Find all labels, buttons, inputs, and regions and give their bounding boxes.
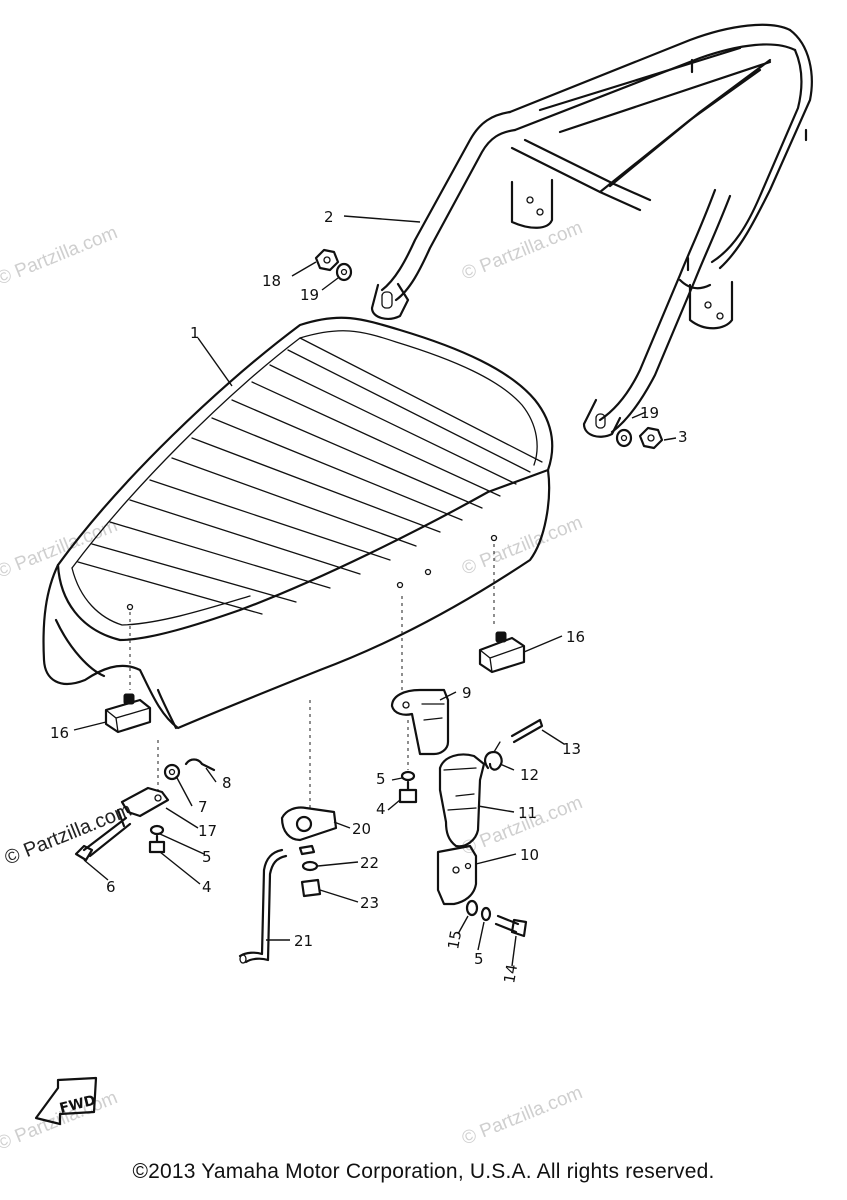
callout-10: 10 (520, 846, 539, 864)
callout-7: 7 (198, 798, 208, 816)
callout-5: 5 (202, 848, 212, 866)
watermark: © Partzilla.com (459, 217, 586, 284)
callout-16: 16 (566, 628, 585, 646)
fasteners-top (314, 248, 664, 450)
callout-22: 22 (360, 854, 379, 872)
callout-19: 19 (640, 404, 659, 422)
callout-1: 1 (190, 324, 200, 342)
callout-4: 4 (202, 878, 212, 896)
watermark: © Partzilla.com (0, 515, 121, 582)
callout-4: 4 (376, 800, 386, 818)
callout-12: 12 (520, 766, 539, 784)
callout-5: 5 (376, 770, 386, 788)
callout-2: 2 (324, 208, 334, 226)
fwd-arrow-icon: FWD (34, 1076, 97, 1126)
watermarks: © Partzilla.com © Partzilla.com © Partzi… (0, 217, 586, 1154)
callout-23: 23 (360, 894, 379, 912)
callout-9: 9 (462, 684, 472, 702)
callout-19: 19 (300, 286, 319, 304)
watermark: © Partzilla.com (459, 512, 586, 579)
callout-20: 20 (352, 820, 371, 838)
callout-6: 6 (106, 878, 116, 896)
assembly-lines (129, 544, 495, 810)
seat (42, 316, 554, 730)
callout-11: 11 (518, 804, 537, 822)
callout-21: 21 (294, 932, 313, 950)
cable-holder-assembly (238, 806, 338, 964)
callouts: 1 2 18 19 19 3 16 16 9 13 12 11 10 8 7 1… (50, 208, 688, 985)
callout-8: 8 (222, 774, 232, 792)
callout-14: 14 (500, 963, 521, 985)
damper-left (104, 693, 152, 734)
copyright-notice: ©2013 Yamaha Motor Corporation, U.S.A. A… (132, 1160, 715, 1183)
callout-18: 18 (262, 272, 281, 290)
callout-13: 13 (562, 740, 581, 758)
watermark: © Partzilla.com (2, 799, 135, 870)
callout-5: 5 (474, 950, 484, 968)
watermark: © Partzilla.com (0, 222, 121, 289)
grab-rail (370, 23, 813, 438)
damper-right (478, 631, 526, 674)
hinge-bracket-left (74, 758, 216, 862)
callout-3: 3 (678, 428, 688, 446)
callout-16: 16 (50, 724, 69, 742)
watermark: © Partzilla.com (459, 1082, 586, 1149)
seat-lock-assembly (390, 688, 544, 938)
leader-lines (73, 215, 677, 967)
callout-17: 17 (198, 822, 217, 840)
callout-15: 15 (444, 929, 465, 951)
